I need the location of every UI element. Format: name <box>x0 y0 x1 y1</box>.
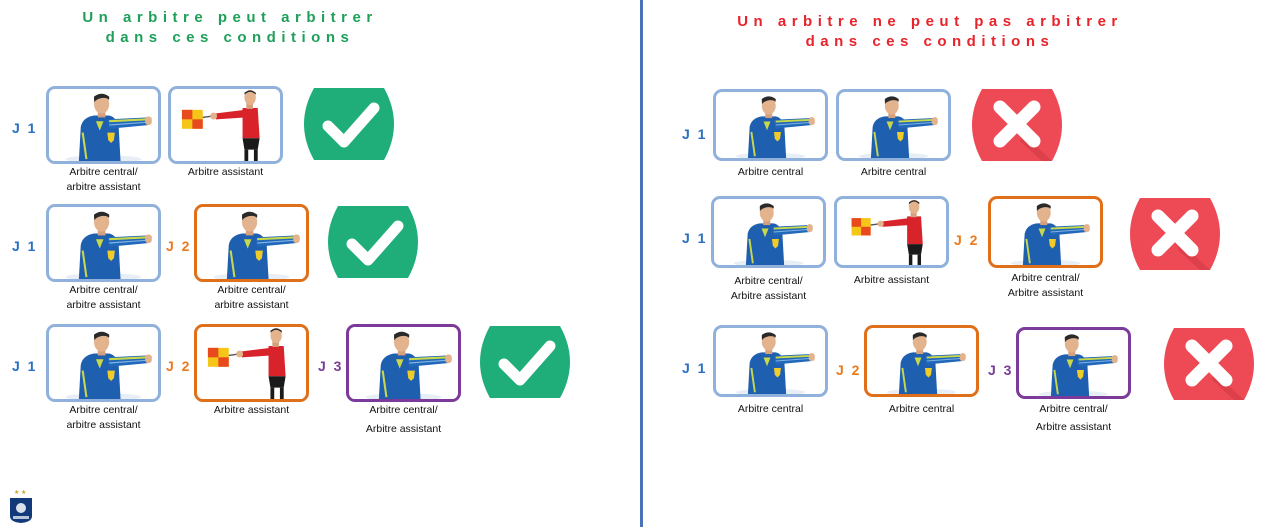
caption-line: arbitre assistant <box>66 299 141 311</box>
check-icon <box>294 88 404 160</box>
caption-line: arbitre assistant <box>66 181 141 193</box>
svg-text:★: ★ <box>14 489 19 496</box>
referee-central-icon <box>49 207 158 279</box>
left-row2-j1-label: J 1 <box>12 238 38 254</box>
caption-line: Arbitre assistant <box>853 274 930 286</box>
caption-line: Arbitre central/ <box>369 404 438 416</box>
right-row3-caption1: Arbitre central <box>713 402 828 417</box>
caption-line: Arbitre central <box>737 403 804 415</box>
left-title-line1: Un arbitre peut arbitrer <box>82 9 378 26</box>
right-row3-j1-label: J 1 <box>682 360 708 376</box>
right-title-line2: dans ces conditions <box>805 33 1055 50</box>
right-row1-j1-label: J 1 <box>682 126 708 142</box>
caption-line: Arbitre central/ <box>1039 403 1108 415</box>
left-row3-j2-label: J 2 <box>166 358 192 374</box>
right-title: Un arbitre ne peut pas arbitrer dans ces… <box>700 12 1160 52</box>
fff-logo-icon: ★ ★ <box>8 488 34 524</box>
right-row1-caption1: Arbitre central <box>713 165 828 180</box>
right-row3-card1 <box>713 325 828 397</box>
left-row3-caption1: Arbitre central/arbitre assistant <box>46 403 161 433</box>
caption-line: Arbitre central/ <box>69 404 138 416</box>
caption-line: Arbitre central <box>888 403 955 415</box>
caption-line: Arbitre assistant <box>1035 421 1112 433</box>
right-row3-j2-label: J 2 <box>836 362 862 378</box>
right-row2-caption2: Arbitre assistant <box>834 273 949 288</box>
right-row3-caption3: Arbitre central/Arbitre assistant <box>1016 402 1131 435</box>
caption-line: Arbitre assistant <box>365 423 442 435</box>
referee-central-icon <box>1019 330 1128 396</box>
caption-line: Arbitre central <box>860 166 927 178</box>
referee-assistant-flag-icon <box>197 327 306 399</box>
caption-line: Arbitre central/ <box>734 275 803 287</box>
left-row2-j2-label: J 2 <box>166 238 192 254</box>
caption-line: Arbitre central/ <box>1011 272 1080 284</box>
right-row2-card3 <box>988 196 1103 268</box>
left-row2-card2 <box>194 204 309 282</box>
left-row3-card2 <box>194 324 309 402</box>
check-icon <box>470 326 580 398</box>
right-row2-caption3: Arbitre central/Arbitre assistant <box>988 271 1103 301</box>
left-row2-caption1: Arbitre central/arbitre assistant <box>46 283 161 313</box>
referee-central-icon <box>49 89 158 161</box>
left-row3-card1 <box>46 324 161 402</box>
left-row3-j3-label: J 3 <box>318 358 344 374</box>
cross-icon <box>962 89 1072 161</box>
right-row3-j3-label: J 3 <box>988 362 1014 378</box>
right-row3-caption2: Arbitre central <box>864 402 979 417</box>
referee-central-icon <box>867 328 976 394</box>
right-row1-card1 <box>713 89 828 161</box>
referee-central-icon <box>49 327 158 399</box>
check-icon <box>318 206 428 278</box>
caption-line: Arbitre central/ <box>69 166 138 178</box>
right-row2-j1-label: J 1 <box>682 230 708 246</box>
caption-line: Arbitre central <box>737 166 804 178</box>
referee-central-icon <box>197 207 306 279</box>
right-row2-card1 <box>711 196 826 268</box>
caption-line: arbitre assistant <box>66 419 141 431</box>
vertical-divider <box>640 0 643 527</box>
right-row2-caption1: Arbitre central/Arbitre assistant <box>711 274 826 304</box>
referee-assistant-flag-icon <box>837 199 946 265</box>
right-row2-j2-label: J 2 <box>954 232 980 248</box>
referee-central-icon <box>991 199 1100 265</box>
caption-line: Arbitre assistant <box>730 290 807 302</box>
left-row1-card1 <box>46 86 161 164</box>
referee-central-icon <box>839 92 948 158</box>
left-row3-caption3: Arbitre central/Arbitre assistant <box>346 403 461 437</box>
referee-central-icon <box>716 92 825 158</box>
right-row1-card2 <box>836 89 951 161</box>
referee-central-icon <box>714 199 823 265</box>
cross-icon <box>1120 198 1230 270</box>
left-row2-caption2: Arbitre central/arbitre assistant <box>194 283 309 313</box>
caption-line: arbitre assistant <box>214 299 289 311</box>
right-row3-card2 <box>864 325 979 397</box>
right-title-line1: Un arbitre ne peut pas arbitrer <box>737 13 1123 30</box>
left-row1-caption1: Arbitre central/arbitre assistant <box>46 165 161 195</box>
left-row3-card3 <box>346 324 461 402</box>
caption-line: Arbitre assistant <box>213 404 290 416</box>
referee-central-icon <box>716 328 825 394</box>
left-title-line2: dans ces conditions <box>105 29 355 46</box>
right-row3-card3 <box>1016 327 1131 399</box>
caption-line: Arbitre central/ <box>217 284 286 296</box>
caption-line: Arbitre central/ <box>69 284 138 296</box>
cross-icon <box>1154 328 1264 400</box>
left-title: Un arbitre peut arbitrer dans ces condit… <box>40 8 420 48</box>
right-row1-caption2: Arbitre central <box>836 165 951 180</box>
left-row2-card1 <box>46 204 161 282</box>
referee-central-icon <box>349 327 458 399</box>
caption-line: Arbitre assistant <box>1007 287 1084 299</box>
left-row3-j1-label: J 1 <box>12 358 38 374</box>
left-row1-caption2: Arbitre assistant <box>168 165 283 180</box>
referee-assistant-flag-icon <box>171 89 280 161</box>
svg-text:★: ★ <box>21 489 26 496</box>
left-row1-j1-label: J 1 <box>12 120 38 136</box>
caption-line: Arbitre assistant <box>187 166 264 178</box>
left-row3-caption2: Arbitre assistant <box>194 403 309 418</box>
right-row2-card2 <box>834 196 949 268</box>
left-row1-card2 <box>168 86 283 164</box>
